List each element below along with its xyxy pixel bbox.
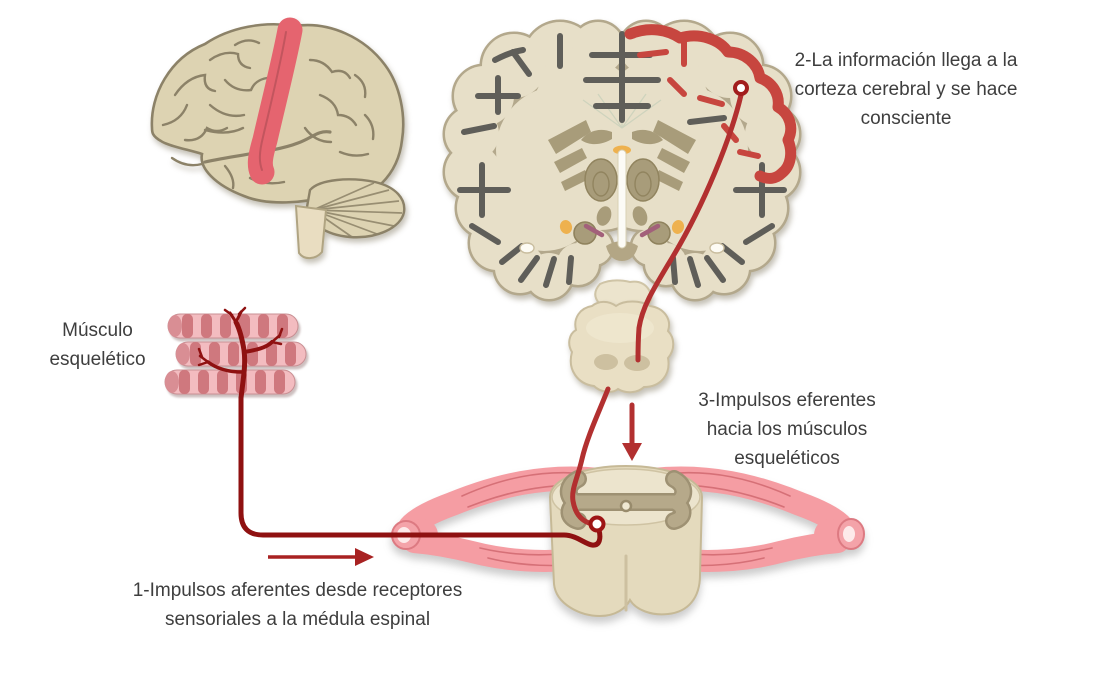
efferent-nerve-path — [570, 386, 611, 526]
sylvian-fissure — [203, 130, 332, 164]
muscle-fiber — [167, 313, 299, 339]
efferent-direction-arrow — [622, 402, 642, 461]
label-muscle: Músculo esquelético — [49, 320, 146, 370]
left-sulci — [457, 33, 574, 288]
highlighted-cortex-band — [624, 24, 797, 184]
spinal-cord-illustration — [391, 464, 865, 618]
muscle-fiber — [164, 369, 296, 395]
brainstem-stub — [294, 204, 328, 260]
lateral-brain-illustration — [150, 17, 406, 260]
nerve-tube-ending-right — [837, 518, 865, 550]
cortical-nerve-path — [635, 92, 744, 363]
nerve-endings-in-muscle — [197, 306, 284, 401]
label-step2-cortex: 2-La información llega a la corteza cere… — [794, 50, 1018, 129]
brainstem-spot-left — [594, 354, 618, 370]
afferent-nerve-path — [197, 306, 603, 548]
gray-matter-butterfly — [559, 470, 693, 530]
midline-fissure — [583, 31, 661, 123]
deep-structures — [520, 120, 724, 261]
coronal-brain-illustration — [445, 22, 799, 314]
label-step1-afferent: 1-Impulsos aferentes desde receptores se… — [132, 580, 463, 630]
cord-synapse-node — [588, 515, 606, 533]
brainstem-illustration — [568, 300, 675, 394]
cortex-synapse-node — [733, 80, 749, 96]
red-sulci — [637, 37, 761, 159]
afferent-direction-arrow — [268, 548, 374, 566]
muscle-fibers-illustration — [164, 313, 307, 395]
brainstem-spot-right — [624, 355, 650, 371]
label-step3-efferent: 3-Impulsos eferentes hacia los músculos … — [698, 390, 876, 469]
central-canal — [619, 499, 633, 513]
central-sulcus-line — [258, 31, 287, 171]
cerebellum-folia-lines — [312, 182, 403, 238]
